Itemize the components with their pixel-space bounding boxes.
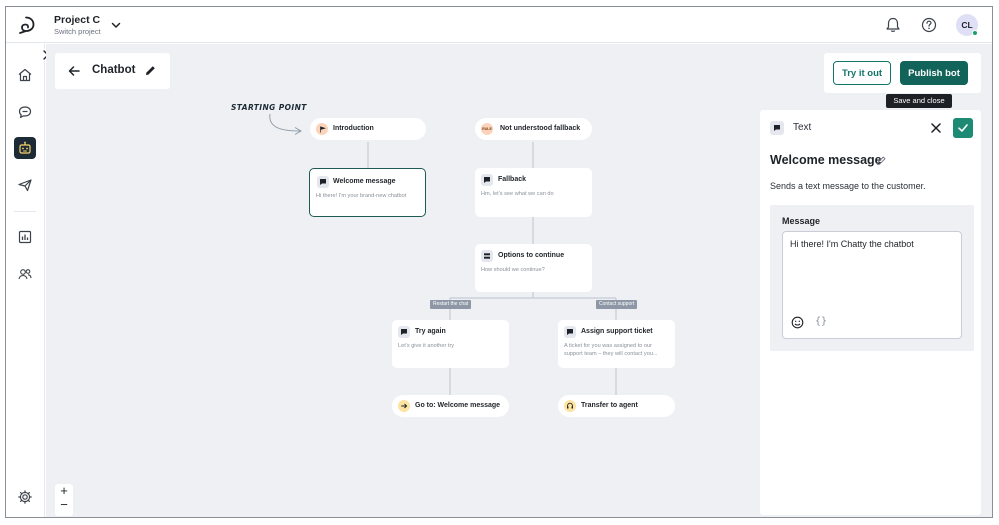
variable-icon[interactable]: {} bbox=[815, 316, 828, 327]
node-fallback[interactable]: Fallback Hm, let's see what we can do bbox=[475, 168, 592, 217]
project-name[interactable]: Project C bbox=[54, 14, 101, 26]
try-it-out-button[interactable]: Try it out bbox=[833, 61, 891, 85]
left-rail bbox=[6, 44, 45, 517]
node-description: Hi there! I'm your brand-new chatbot bbox=[316, 193, 407, 199]
pencil-icon[interactable] bbox=[144, 64, 157, 77]
node-title: Options to continue bbox=[498, 252, 565, 259]
node-title: Introduction bbox=[333, 125, 374, 132]
save-and-close-tooltip: Save and close bbox=[886, 94, 952, 108]
node-description: support team – they will contact you... bbox=[564, 350, 658, 357]
message-section: Message Hi there! I'm Chatty the chatbot… bbox=[770, 205, 974, 351]
zoom-in-button[interactable]: + bbox=[60, 483, 68, 498]
edge-label-contact[interactable]: Contact support bbox=[596, 300, 638, 309]
panel-description: Sends a text message to the customer. bbox=[770, 181, 926, 191]
message-icon bbox=[564, 326, 576, 338]
node-description: Let's give it another try bbox=[398, 343, 455, 349]
starting-point-label: STARTING POINT bbox=[231, 103, 307, 112]
node-editor-panel: Text Welcome message Sends a text messag… bbox=[760, 110, 981, 515]
top-bar: Project C Switch project CL bbox=[6, 7, 992, 43]
help-icon[interactable] bbox=[920, 16, 938, 34]
edge-label-restart[interactable]: Restart the chat bbox=[430, 300, 472, 309]
bot-icon[interactable] bbox=[14, 137, 36, 159]
message-icon bbox=[770, 121, 784, 135]
publish-bot-button[interactable]: Publish bot bbox=[900, 61, 968, 85]
bell-icon[interactable] bbox=[884, 16, 902, 34]
check-icon bbox=[958, 124, 968, 132]
node-description: Hm, let's see what we can do bbox=[481, 191, 554, 197]
pencil-icon[interactable] bbox=[876, 155, 887, 166]
headset-icon bbox=[564, 400, 576, 412]
send-icon[interactable] bbox=[14, 174, 36, 196]
node-title: Try again bbox=[415, 328, 446, 335]
node-description: A ticket for you was assigned to our bbox=[564, 343, 652, 349]
node-title: Not understood fallback bbox=[500, 125, 581, 132]
node-title: Go to: Welcome message bbox=[415, 402, 501, 409]
save-and-close-button[interactable] bbox=[953, 118, 973, 138]
switch-project-link[interactable]: Switch project bbox=[54, 27, 101, 36]
flow-connectors bbox=[269, 113, 617, 395]
message-icon bbox=[317, 176, 329, 188]
message-text: Hi there! I'm Chatty the chatbot bbox=[790, 239, 914, 249]
home-icon[interactable] bbox=[14, 64, 36, 86]
node-title: Fallback bbox=[498, 176, 527, 183]
node-try-again[interactable]: Try again Let's give it another try bbox=[392, 320, 509, 368]
zoom-out-button[interactable]: − bbox=[60, 497, 68, 512]
panel-title: Welcome message bbox=[770, 153, 882, 167]
message-label: Message bbox=[782, 216, 821, 226]
chevron-down-icon[interactable] bbox=[110, 19, 122, 31]
node-welcome-message[interactable]: Welcome message Hi there! I'm your brand… bbox=[309, 168, 426, 217]
page-header: Chatbot bbox=[55, 53, 170, 89]
chat-icon[interactable] bbox=[14, 101, 36, 123]
node-title: Assign support ticket bbox=[581, 328, 653, 335]
rail-divider bbox=[14, 211, 36, 212]
panel-node-type: Text bbox=[793, 122, 812, 133]
back-arrow-icon[interactable] bbox=[67, 64, 81, 78]
node-title: Transfer to agent bbox=[581, 402, 638, 409]
header-actions: Try it out Publish bot bbox=[824, 53, 981, 93]
node-description: How should we continue? bbox=[481, 267, 545, 273]
zoom-controls: + − bbox=[55, 484, 73, 516]
message-input[interactable]: Hi there! I'm Chatty the chatbot {} bbox=[782, 231, 962, 339]
node-assign-support-ticket[interactable]: Assign support ticket A ticket for you w… bbox=[558, 320, 675, 368]
emoji-icon[interactable] bbox=[791, 316, 804, 329]
options-icon bbox=[481, 250, 493, 262]
node-title: Welcome message bbox=[333, 178, 396, 185]
gear-icon[interactable] bbox=[14, 486, 36, 508]
rule-badge-icon: RULE bbox=[481, 123, 493, 135]
app-window: Project C Switch project CL bbox=[5, 6, 993, 518]
page-title: Chatbot bbox=[92, 64, 136, 76]
message-icon bbox=[481, 174, 493, 186]
node-goto-welcome[interactable]: Go to: Welcome message bbox=[392, 395, 509, 417]
online-status-dot bbox=[972, 30, 978, 36]
node-options-to-continue[interactable]: Options to continue How should we contin… bbox=[475, 244, 592, 292]
node-introduction[interactable]: Introduction bbox=[310, 118, 426, 140]
node-transfer-to-agent[interactable]: Transfer to agent bbox=[558, 395, 675, 417]
flow-canvas[interactable]: Chatbot Try it out Publish bot STARTING … bbox=[46, 44, 992, 517]
arrow-right-icon bbox=[398, 400, 410, 412]
contacts-icon[interactable] bbox=[14, 263, 36, 285]
flag-icon bbox=[316, 123, 328, 135]
node-not-understood-fallback[interactable]: RULE Not understood fallback bbox=[475, 118, 592, 140]
logo-icon[interactable] bbox=[16, 15, 36, 35]
reports-icon[interactable] bbox=[14, 226, 36, 248]
message-icon bbox=[398, 326, 410, 338]
close-icon[interactable] bbox=[929, 121, 943, 135]
